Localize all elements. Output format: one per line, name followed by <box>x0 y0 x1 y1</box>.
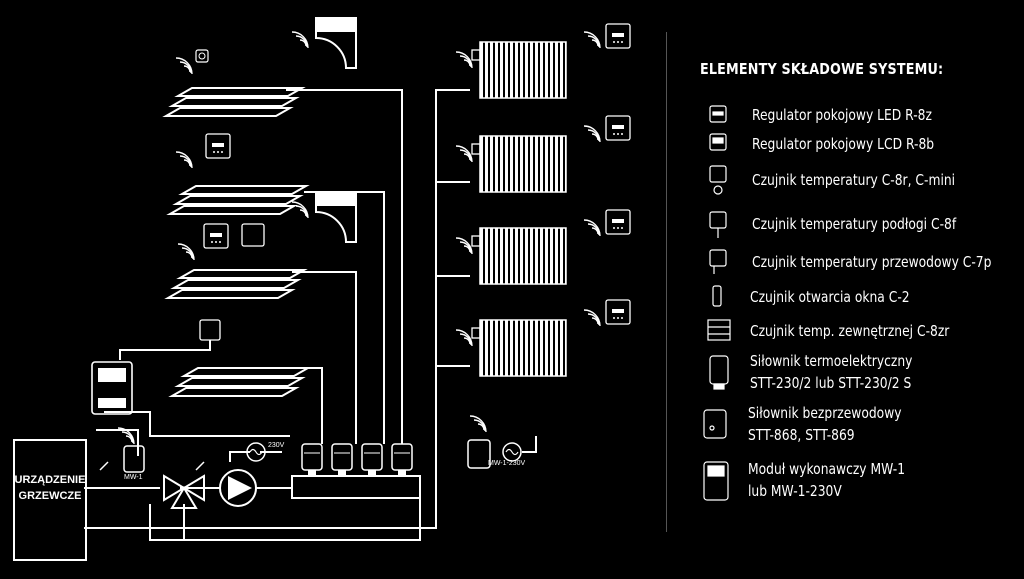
radiators <box>471 41 567 377</box>
legend-text: Regulator pokojowy LED R-8z <box>752 106 932 124</box>
manifold <box>291 475 421 499</box>
c-mini-sensor <box>195 49 209 63</box>
legend-text: Czujnik temp. zewnętrznej C-8zr <box>750 322 950 340</box>
legend-text: STT-230/2 lub STT-230/2 S <box>750 374 912 392</box>
legend-icons <box>703 105 731 501</box>
legend-text: Czujnik temperatury przewodowy C-7p <box>752 253 992 271</box>
mw1-230-module <box>467 439 491 469</box>
legend-text: lub MW-1-230V <box>748 482 842 500</box>
manifold-actuators <box>301 443 413 476</box>
mw1-230-label: MW-1-230V <box>488 460 526 467</box>
radiator-regulators <box>605 23 631 325</box>
legend-item-c8r: Czujnik temperatury C-8r, C-mini <box>704 169 1000 191</box>
legend-item-mw1: Moduł wykonawczy MW-1 lub MW-1-230V <box>698 458 940 502</box>
legend-text: Czujnik temperatury podłogi C-8f <box>752 215 957 233</box>
legend-text: Siłownik bezprzewodowy <box>748 404 902 422</box>
boiler-label-line-1: URZĄDZENIE <box>14 474 86 486</box>
boiler-label: URZĄDZENIE GRZEWCZE <box>14 472 86 504</box>
mw1-230-ac-icon <box>502 442 522 462</box>
legend-item-c7p: Czujnik temperatury przewodowy C-7p <box>704 251 1024 273</box>
legend-item-r8z: Regulator pokojowy LED R-8z <box>704 104 971 126</box>
pump-voltage-label: 230V <box>268 442 285 449</box>
regulator-r8b <box>203 223 229 249</box>
floor-sensor-c8f <box>241 223 265 247</box>
mw1-label: MW-1 <box>124 474 143 481</box>
legend-item-c2: Czujnik otwarcia okna C-2 <box>704 286 945 308</box>
divider <box>666 32 667 532</box>
window-upper <box>315 17 357 69</box>
main-controller <box>91 361 133 415</box>
legend-item-r8b: Regulator pokojowy LCD R-8b <box>704 133 974 155</box>
mixing-valve <box>163 474 205 509</box>
legend-text: Siłownik termoelektryczny <box>750 352 913 370</box>
window-lower <box>315 191 357 243</box>
circulation-pump <box>219 469 257 507</box>
pump-ac-icon <box>246 442 266 462</box>
boiler-label-line-2: GRZEWCZE <box>18 490 82 502</box>
legend-text: STT-868, STT-869 <box>748 426 855 444</box>
regulator-r8z <box>205 133 231 159</box>
legend-title: ELEMENTY SKŁADOWE SYSTEMU: <box>700 60 944 78</box>
boiler <box>13 439 87 561</box>
legend-text: Regulator pokojowy LCD R-8b <box>752 135 935 153</box>
legend-item-c8f: Czujnik temperatury podłogi C-8f <box>704 213 1001 235</box>
legend-item-c8zr: Czujnik temp. zewnętrznej C-8zr <box>704 320 993 342</box>
legend-text: Moduł wykonawczy MW-1 <box>748 460 906 478</box>
mw1-module <box>123 445 145 473</box>
legend-text: Czujnik temperatury C-8r, C-mini <box>752 171 956 189</box>
legend-text: Czujnik otwarcia okna C-2 <box>750 288 910 306</box>
wired-sensor-c7p <box>199 319 221 341</box>
